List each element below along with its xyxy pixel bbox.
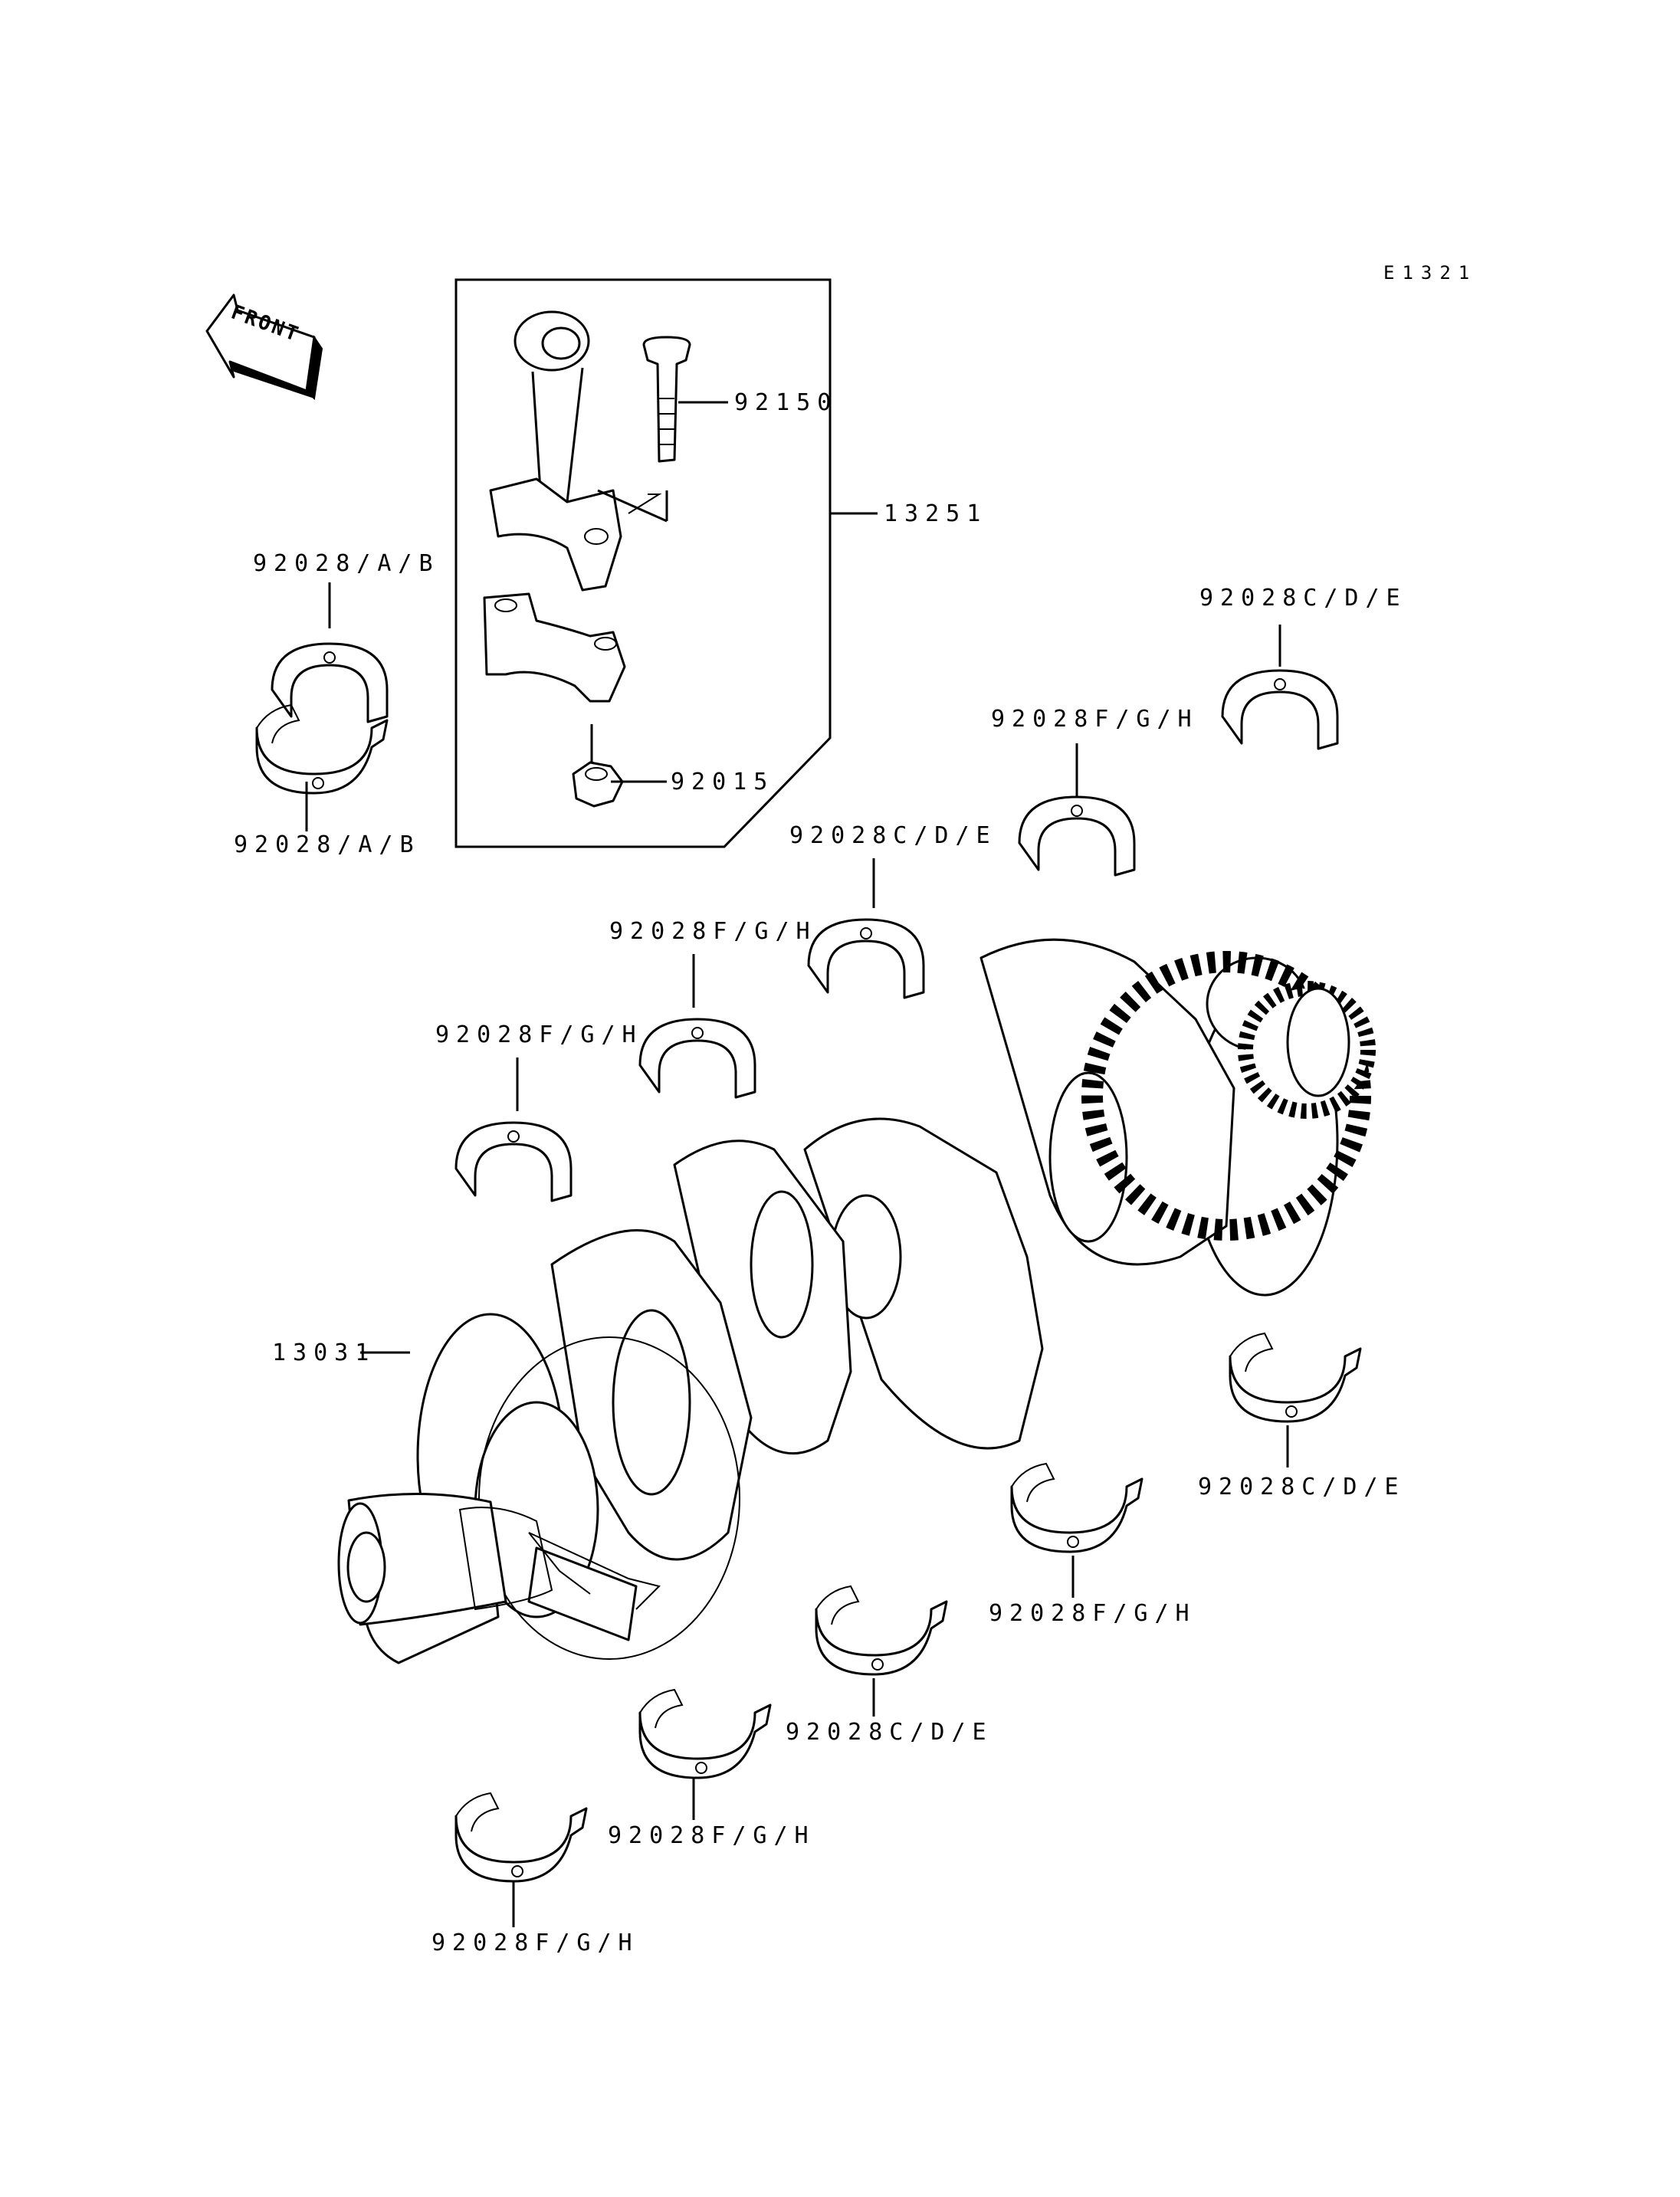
bearing-shell-cde-1 [1221, 669, 1339, 750]
callout-bearing-cde-1: 92028C/D/E [1199, 585, 1407, 612]
bearing-shell-cde-2 [807, 918, 925, 999]
bearing-shell-fgh-1 [1018, 795, 1136, 877]
callout-bearing-fgh-4: 92028F/G/H [989, 1600, 1196, 1627]
callout-bearing-fgh-6: 92028F/G/H [431, 1930, 639, 1956]
drawing-code: E1321 [1383, 262, 1477, 284]
callout-bearing-cde-2: 92028C/D/E [789, 822, 997, 849]
crankshaft [337, 938, 1339, 1664]
callout-bearing-fgh-5: 92028F/G/H [608, 1822, 815, 1849]
bearing-shell-cde-3 [1229, 1332, 1362, 1423]
callout-conrod-bolt: 92150 [734, 389, 838, 416]
callout-bearing-fgh-1: 92028F/G/H [991, 706, 1199, 733]
callout-bearing-ab-top: 92028/A/B [253, 550, 440, 577]
bearing-shell-fgh-4 [1010, 1462, 1144, 1553]
callout-bearing-fgh-2: 92028F/G/H [609, 918, 817, 945]
callout-bearing-ab-bottom: 92028/A/B [234, 831, 421, 858]
conrod-assembly-box [454, 278, 832, 848]
bearing-shell-cde-4 [815, 1585, 948, 1676]
callout-bearing-fgh-3: 92028F/G/H [435, 1021, 643, 1048]
callout-crankshaft: 13031 [272, 1340, 376, 1366]
conrod-bolt [597, 336, 691, 523]
bearing-shell-fgh-6 [454, 1792, 588, 1883]
conrod-cap [483, 592, 626, 703]
callout-bearing-cde-4: 92028C/D/E [786, 1719, 993, 1746]
bearing-shell-fgh-3 [454, 1121, 573, 1202]
bearing-shell-ab-top [271, 642, 389, 723]
connecting-rod [489, 310, 662, 592]
callout-conrod-assy: 13251 [884, 500, 987, 527]
callout-bearing-cde-3: 92028C/D/E [1198, 1474, 1406, 1500]
bearing-shell-fgh-2 [638, 1018, 756, 1099]
crankshaft-gear [1081, 951, 1376, 1241]
callout-conrod-nut: 92015 [671, 769, 774, 795]
bearing-shell-fgh-5 [638, 1688, 772, 1779]
front-arrow-icon: FRONT [205, 293, 323, 401]
leader-lines [305, 401, 1289, 1927]
conrod-nut [572, 724, 624, 808]
